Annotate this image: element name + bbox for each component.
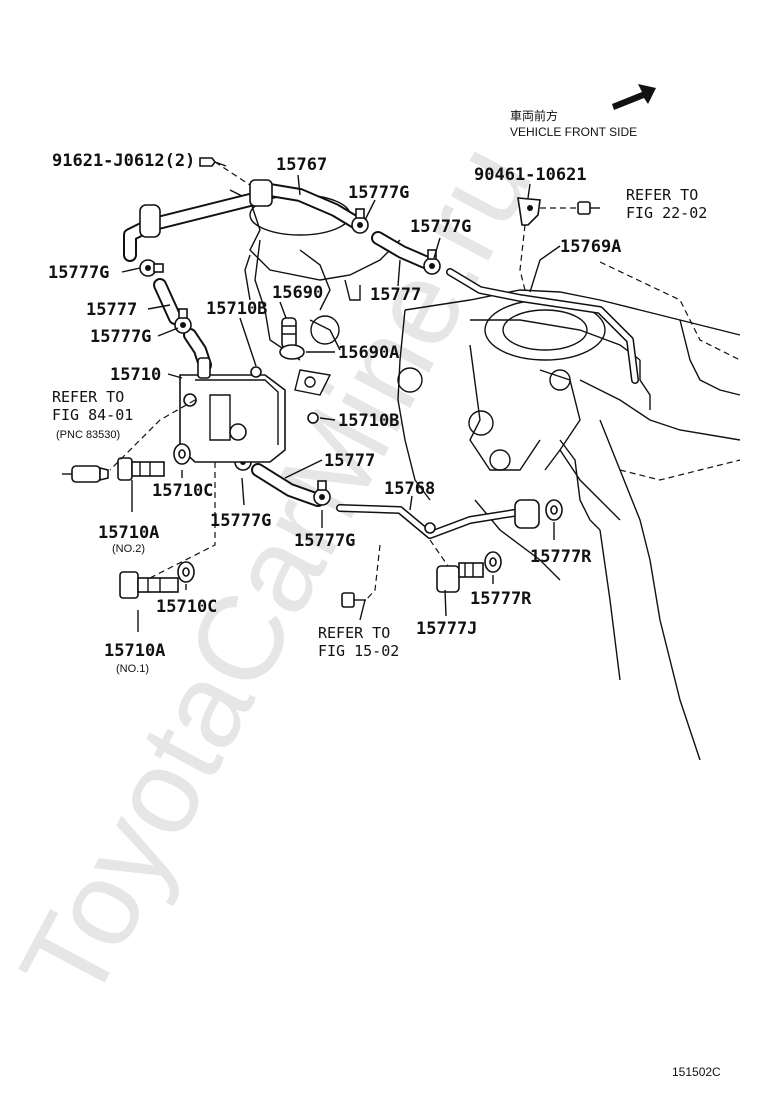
- gasket-15777R: [484, 499, 563, 573]
- label-15777G-b[interactable]: 15777G: [410, 217, 471, 237]
- union-bolt-15710A-no1: [119, 571, 179, 599]
- label-15777G-f[interactable]: 15777G: [294, 531, 355, 551]
- label-91621[interactable]: 91621-J0612(2): [52, 151, 195, 171]
- label-15769A[interactable]: 15769A: [560, 237, 621, 257]
- label-15710A-a[interactable]: 15710A: [98, 523, 159, 543]
- label-15777J[interactable]: 15777J: [416, 619, 477, 639]
- hose-15777-upper-a: [371, 231, 432, 269]
- label-15777R-b[interactable]: 15777R: [470, 589, 532, 609]
- label-15710B-a[interactable]: 15710B: [206, 299, 267, 319]
- label-90461[interactable]: 90461-10621: [474, 165, 587, 185]
- label-refer-22-line1[interactable]: REFER TO: [626, 186, 698, 204]
- union-bolt-15710A-no2: [117, 457, 165, 481]
- label-15767[interactable]: 15767: [276, 155, 327, 175]
- hose-15769A: [446, 268, 639, 384]
- gasket-15710C-a: [173, 443, 191, 465]
- label-15777-c[interactable]: 15777: [324, 451, 375, 471]
- label-15710A-b[interactable]: 15710A: [104, 641, 165, 661]
- vehicle-front-arrow-icon: [612, 84, 656, 110]
- label-15777G-c[interactable]: 15777G: [48, 263, 109, 283]
- label-pnc-83530: (PNC 83530): [56, 429, 120, 441]
- label-15777R-a[interactable]: 15777R: [530, 547, 592, 567]
- label-refer-84-line2[interactable]: FIG 84-01: [52, 406, 133, 424]
- label-15777-b[interactable]: 15777: [86, 300, 137, 320]
- label-refer-84-line1[interactable]: REFER TO: [52, 388, 124, 406]
- label-15777-a[interactable]: 15777: [370, 285, 421, 305]
- label-15710C-a[interactable]: 15710C: [152, 481, 213, 501]
- bolt-91621: [199, 157, 227, 167]
- label-15777G-d[interactable]: 15777G: [90, 327, 151, 347]
- label-no2: (NO.2): [112, 543, 145, 555]
- union-bolt-15777J: [436, 562, 484, 593]
- label-15690[interactable]: 15690: [272, 283, 323, 303]
- label-no1: (NO.1): [116, 663, 149, 675]
- bolt-refer-15: [341, 592, 366, 608]
- label-15690A[interactable]: 15690A: [338, 343, 399, 363]
- label-15768[interactable]: 15768: [384, 479, 435, 499]
- engine-block-outline: [397, 261, 741, 761]
- orientation-en: VEHICLE FRONT SIDE: [510, 125, 637, 139]
- label-15777G-e[interactable]: 15777G: [210, 511, 271, 531]
- pcv-valve-15690: [279, 317, 305, 360]
- label-15710C-b[interactable]: 15710C: [156, 597, 217, 617]
- gasket-15710C-b: [177, 561, 195, 583]
- o-ring-15710B: [250, 366, 319, 424]
- oil-separator-15710: [179, 357, 286, 463]
- figure-code: 151502C: [672, 1065, 721, 1079]
- label-refer-15-line2[interactable]: FIG 15-02: [318, 642, 399, 660]
- leader-lines: [109, 161, 576, 632]
- label-15710B-b[interactable]: 15710B: [338, 411, 399, 431]
- sensor-83530: [62, 465, 109, 483]
- label-15777G-a[interactable]: 15777G: [348, 183, 409, 203]
- bracket-90461: [517, 197, 541, 226]
- label-refer-15-line1[interactable]: REFER TO: [318, 624, 390, 642]
- pipe-15768: [336, 499, 540, 539]
- label-refer-22-line2[interactable]: FIG 22-02: [626, 204, 707, 222]
- orientation-jp: 車両前方: [510, 108, 558, 123]
- bolt-refer-22: [577, 201, 600, 215]
- hose-15767: [123, 179, 362, 262]
- label-15710[interactable]: 15710: [110, 365, 161, 385]
- hose-15777-lower: [251, 463, 325, 507]
